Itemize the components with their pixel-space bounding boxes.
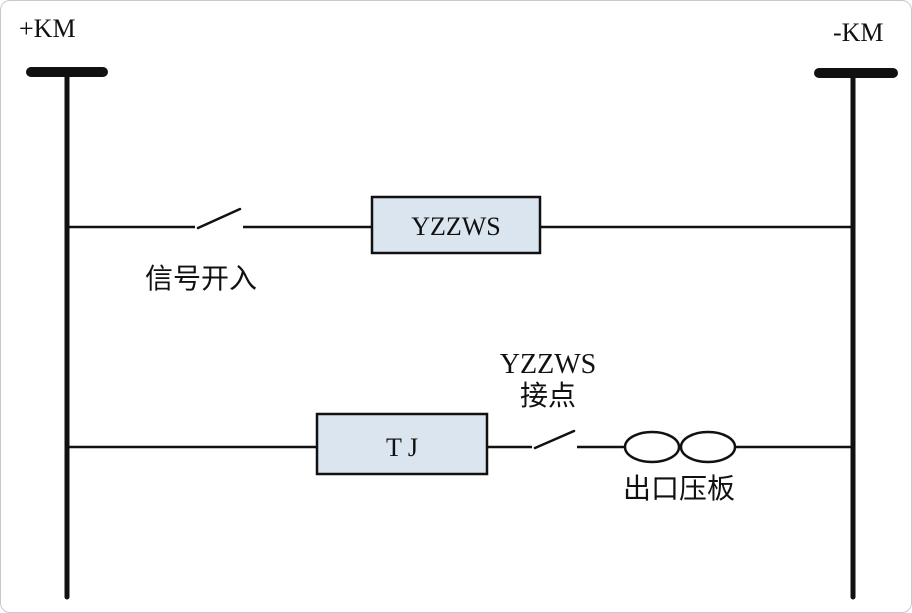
branch2-link-ellipse-right	[679, 430, 737, 464]
branch2-contact-label-line2: 接点	[520, 380, 576, 412]
branch1-switch-blade	[196, 207, 242, 230]
branch1-relay-box	[370, 195, 542, 255]
branch2-contact-label-line1: YZZWS	[500, 349, 596, 380]
branch1-switch-label: 信号开入	[145, 263, 257, 295]
bus-positive-label: +KM	[19, 14, 76, 43]
branch2-link-label: 出口压板	[623, 473, 735, 505]
branch2-link-ellipse-left	[623, 430, 681, 464]
branch1-relay-label: YZZWS	[411, 212, 501, 241]
bus-negative-label: -KM	[833, 18, 884, 47]
branch2-relay-box	[315, 412, 489, 476]
branch2-relay-label: T J	[386, 433, 418, 462]
branch2-contact-blade	[533, 429, 576, 450]
